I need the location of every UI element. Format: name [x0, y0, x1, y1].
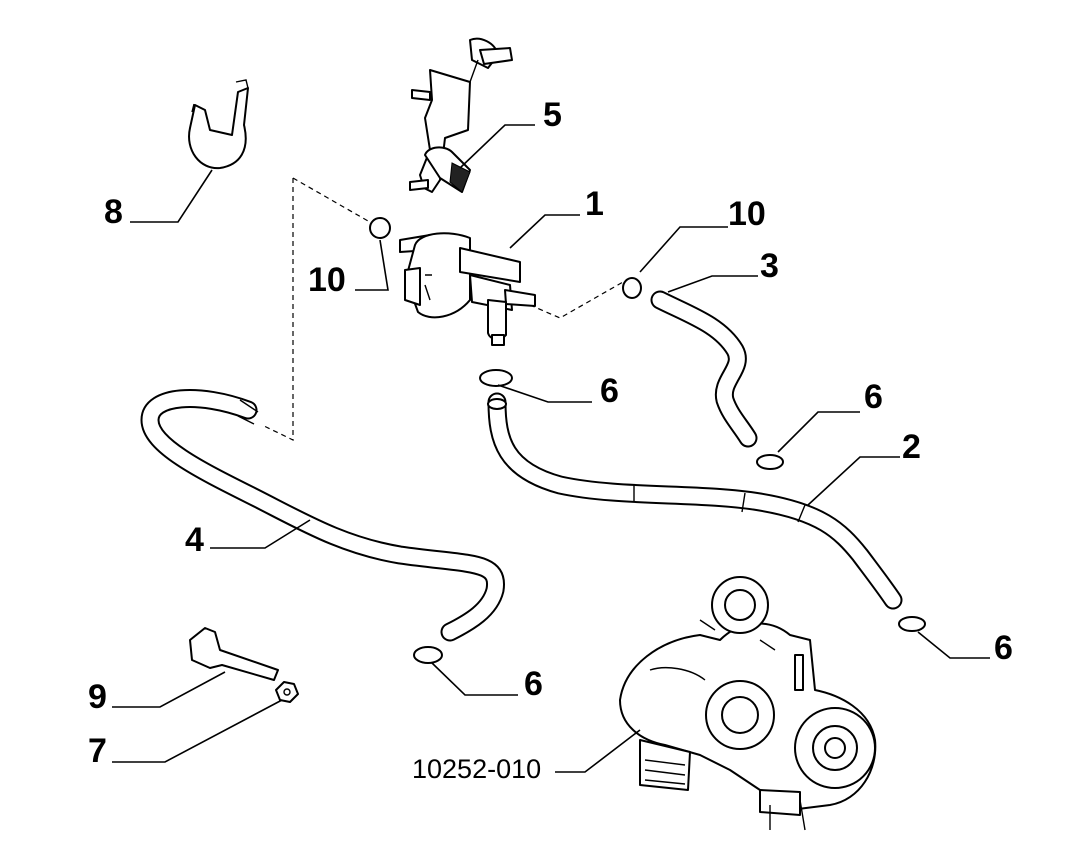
- hose-2: [487, 392, 903, 610]
- reference-code: 10252-010: [412, 754, 541, 784]
- label-7: 7: [88, 732, 107, 770]
- label-10a: 10: [308, 261, 346, 299]
- label-4: 4: [185, 521, 204, 559]
- label-6b: 6: [864, 378, 883, 416]
- turbocharger: [619, 576, 877, 831]
- leader-lines: [112, 124, 990, 773]
- hose-3: [650, 290, 758, 448]
- hose-4: [140, 389, 505, 642]
- label-9: 9: [88, 678, 107, 716]
- label-6a: 6: [600, 372, 619, 410]
- label-6c: 6: [524, 665, 543, 703]
- assembly-dashed-lines: [261, 177, 631, 441]
- label-2: 2: [902, 428, 921, 466]
- hose-clamps-6: [413, 369, 926, 664]
- label-6d: 6: [994, 629, 1013, 667]
- bracket-9: [189, 627, 279, 681]
- label-10b: 10: [728, 195, 766, 233]
- purge-valve-1: [399, 232, 536, 346]
- label-3: 3: [760, 247, 779, 285]
- label-1: 1: [585, 185, 604, 223]
- nut-7: [275, 681, 299, 703]
- label-8: 8: [104, 193, 123, 231]
- callout-labels: 1 2 3 4 5 6 6 6 6 7 8 9 10 10 10252-010: [88, 96, 1013, 784]
- hose-clamps-10: [369, 217, 642, 299]
- clip-8: [188, 79, 249, 170]
- label-5: 5: [543, 96, 562, 134]
- bracket-5: [409, 37, 513, 193]
